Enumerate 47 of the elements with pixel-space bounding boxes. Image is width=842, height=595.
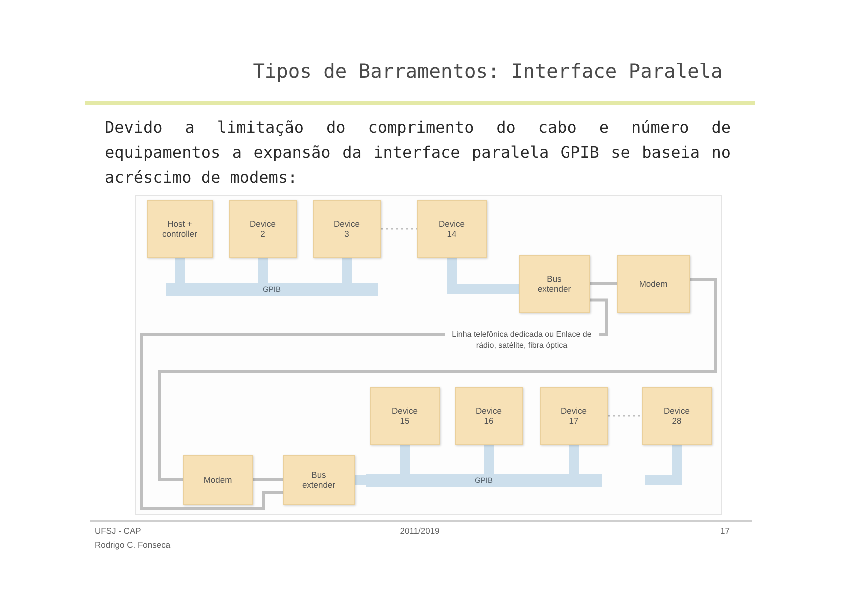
- body-paragraph: Devido a limitação do comprimento do cabo e número de equipamentos a expansão da interface paralela GPIB se baseia no acréscimo de modems:: [105, 117, 731, 189]
- bus-line: [645, 445, 682, 486]
- box-label: Modem: [204, 474, 232, 486]
- box-label: Device 28: [664, 406, 690, 426]
- device-box: [455, 387, 523, 445]
- bus-stub: [258, 258, 268, 283]
- footer-text: UFSJ - CAP: [95, 526, 142, 537]
- box-label: Device 17: [561, 406, 587, 426]
- device-box: [147, 200, 213, 258]
- box-label: Device 2: [250, 218, 276, 240]
- box-label: Bus extender: [538, 274, 572, 294]
- device-box: [642, 387, 712, 445]
- device-box: [617, 255, 690, 313]
- bus-bar: [366, 474, 602, 487]
- dotted-line: [381, 228, 417, 230]
- box-label: Device 14: [439, 218, 465, 240]
- bus-stub: [342, 258, 352, 283]
- bus-line: [355, 476, 366, 486]
- cable-line: [590, 282, 617, 286]
- footer-author: Rodrigo C. Fonseca: [95, 540, 172, 551]
- device-box: [283, 455, 355, 505]
- box-label: Device 15: [392, 406, 418, 426]
- box-label: Device 3: [334, 218, 360, 240]
- device-box: [229, 200, 297, 258]
- device-box: [313, 200, 381, 258]
- bus-stub: [400, 445, 410, 474]
- cable-line: [253, 478, 283, 482]
- page-number: 17: [720, 526, 730, 537]
- bus-stub: [175, 258, 185, 283]
- device-box: [540, 387, 608, 445]
- slide-title: Tipos de Barramentos: Interface Paralela: [252, 59, 724, 85]
- device-box: [417, 200, 487, 258]
- device-box: [519, 255, 590, 313]
- box-label: Device 16: [476, 406, 502, 426]
- bus-stub: [569, 445, 579, 474]
- device-box: [183, 455, 253, 505]
- footer-date: 2011/2019: [399, 526, 441, 537]
- bus-stub: [484, 445, 494, 474]
- cable-line: [158, 278, 718, 482]
- dotted-line: [608, 415, 642, 417]
- box-label: Modem: [639, 278, 668, 290]
- device-box: [370, 387, 440, 445]
- bus-line: [447, 258, 519, 294]
- bus-bar: [166, 283, 378, 296]
- box-label: Host + controller: [162, 218, 198, 240]
- edge-label: Linha telefônica dedicada ou Enlace de rádio, satélite, fibra óptica: [445, 329, 599, 353]
- box-label: Bus extender: [302, 470, 336, 490]
